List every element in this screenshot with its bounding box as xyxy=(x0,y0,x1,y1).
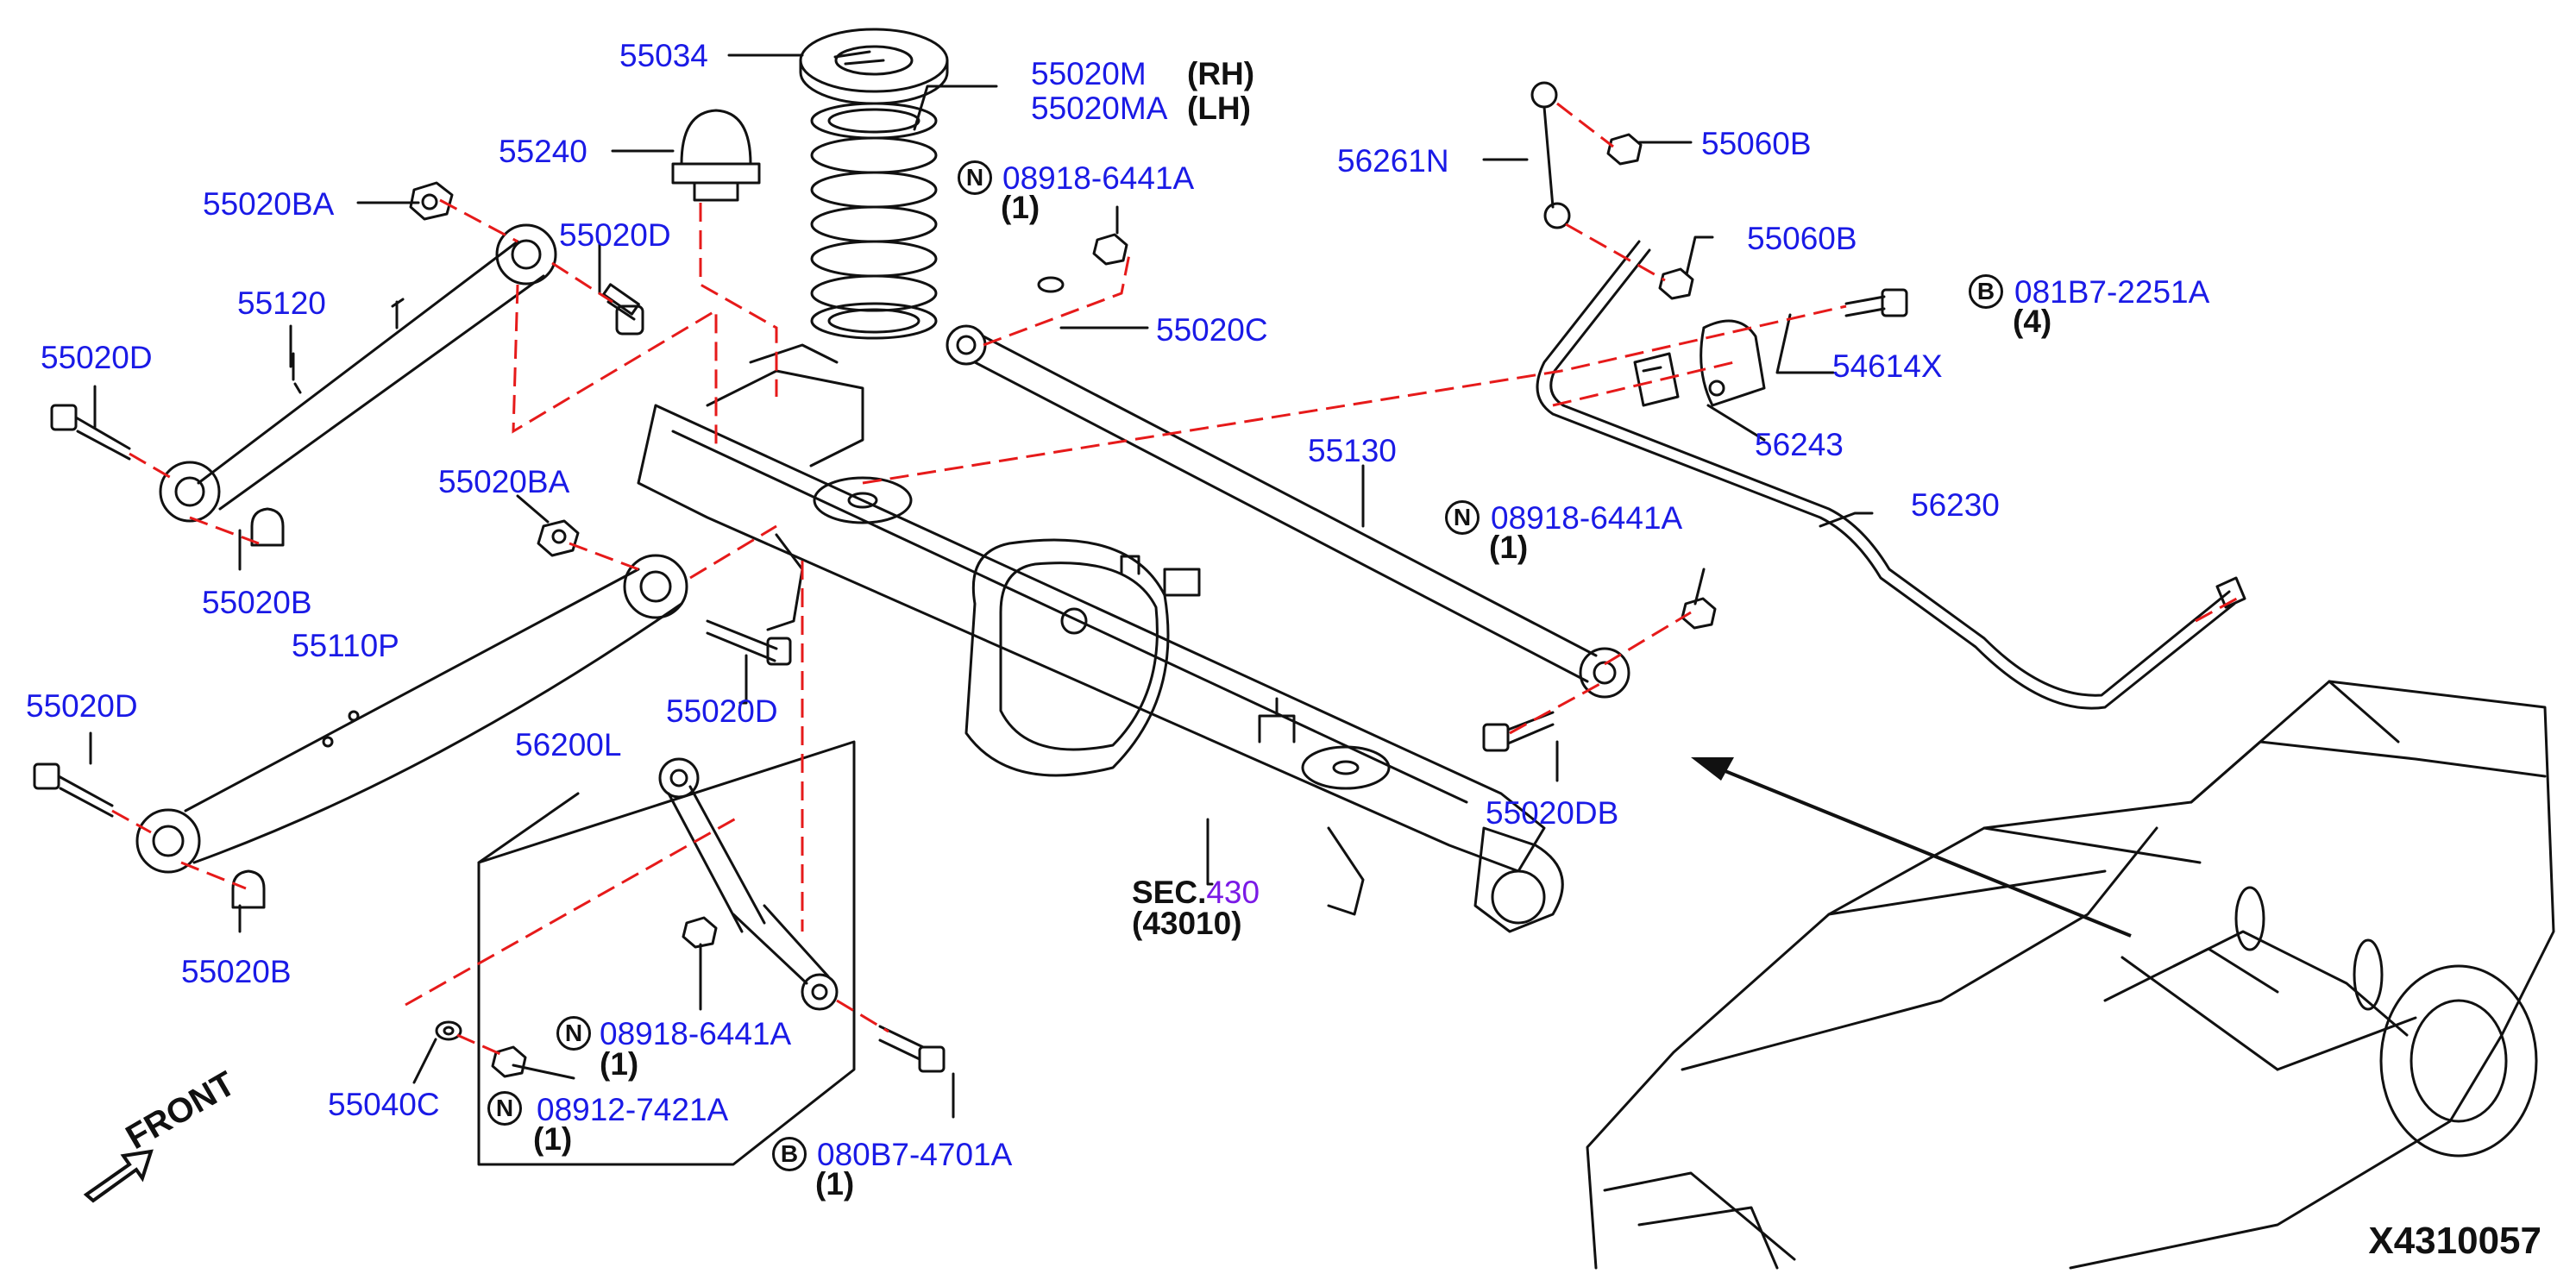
dash-55020DB xyxy=(1509,611,1692,735)
label-55110P: 55110P xyxy=(292,628,399,663)
section-sub: (43010) xyxy=(1132,906,1242,941)
dash-shock-bottom xyxy=(836,999,889,1033)
bolt-55020D-left2 xyxy=(33,762,114,818)
vehicle-outline xyxy=(1586,680,2555,1270)
dash-stabilizer xyxy=(862,304,1847,485)
label-081B7: 081B7-2251A xyxy=(2014,274,2210,310)
stabilizer-bar xyxy=(1536,240,2246,710)
dash-55020D-left xyxy=(129,452,173,480)
label-55020DB: 55020DB xyxy=(1486,795,1619,831)
bolt-080B7 xyxy=(878,1025,946,1073)
label-55020B-bottom: 55020B xyxy=(181,954,292,989)
label-08918-shock: 08918-6441A xyxy=(600,1016,792,1051)
label-55020C: 55020C xyxy=(1156,312,1268,348)
label-56200L: 56200L xyxy=(515,727,622,762)
label-55040C: 55040C xyxy=(328,1087,440,1122)
label-55060B-a: 55060B xyxy=(1701,126,1812,161)
label-56261N: 56261N xyxy=(1337,143,1449,179)
qty-08918-right: (1) xyxy=(1489,530,1529,565)
dash-55020D-top xyxy=(551,261,613,304)
b-badge-icon: B xyxy=(772,1137,807,1171)
label-55020D-mid: 55020D xyxy=(666,693,778,729)
nut-55020B-bottom xyxy=(231,869,266,909)
label-08918-top: 08918-6441A xyxy=(1002,160,1195,196)
diagram-code: X4310057 xyxy=(2368,1220,2541,1262)
dash-lower-link xyxy=(689,524,777,580)
bracket-54614X xyxy=(1700,319,1766,407)
dash-stab-right xyxy=(2195,593,2244,623)
label-56243: 56243 xyxy=(1755,427,1844,462)
label-54614X: 54614X xyxy=(1832,348,1943,384)
nut-55020BA-mid xyxy=(537,519,580,557)
nut-08912 xyxy=(491,1045,527,1078)
label-55120: 55120 xyxy=(237,285,326,321)
dash-55020B-top xyxy=(189,516,260,545)
label-55020D-top: 55020D xyxy=(559,217,671,253)
n-badge-icon: N xyxy=(556,1016,591,1051)
coil-spring xyxy=(810,102,938,340)
label-55020BA-mid: 55020BA xyxy=(438,464,570,499)
bolt-55020DB xyxy=(1482,711,1555,752)
nut-55060B-a xyxy=(1606,133,1643,166)
label-rh: (RH) xyxy=(1187,56,1255,91)
qty-080B7: (1) xyxy=(815,1166,855,1202)
nut-08918-shock xyxy=(682,916,718,949)
bolt-081B7 xyxy=(1844,288,1908,317)
nut-55020BA-top xyxy=(409,181,454,221)
bushing-56243 xyxy=(1633,352,1680,407)
label-55020BA-top: 55020BA xyxy=(203,186,335,222)
shock-absorber xyxy=(477,740,856,1166)
qty-081B7: (4) xyxy=(2013,304,2052,339)
qty-08918-top: (1) xyxy=(1001,190,1040,225)
label-55020D-left: 55020D xyxy=(41,340,153,375)
dash-55240 xyxy=(699,203,778,397)
label-55240: 55240 xyxy=(499,134,587,169)
label-08912: 08912-7421A xyxy=(537,1092,729,1127)
dash-55020B-bottom xyxy=(180,861,247,890)
front-arrow-icon xyxy=(83,1149,154,1203)
dash-55020C xyxy=(983,249,1132,347)
dash-55020BA-mid xyxy=(569,542,639,571)
label-55060B-b: 55060B xyxy=(1747,221,1857,256)
bolt-55020D-mid xyxy=(706,619,792,666)
label-55020B-top: 55020B xyxy=(202,585,312,620)
dash-shock-washer xyxy=(405,813,743,1056)
label-56230: 56230 xyxy=(1911,487,2000,523)
dash-upper-link xyxy=(512,284,718,449)
dash-55020D-left2 xyxy=(111,809,152,834)
washer-55040C xyxy=(435,1020,462,1041)
label-55020D-left2: 55020D xyxy=(26,688,138,724)
nut-08918-top xyxy=(1037,233,1128,293)
section-prefix: SEC. xyxy=(1132,875,1207,910)
vehicle-arrow xyxy=(1691,757,2132,938)
nut-55020B-top xyxy=(250,507,285,547)
qty-08918-shock: (1) xyxy=(600,1046,639,1082)
label-lh: (LH) xyxy=(1187,91,1251,126)
upper-link xyxy=(159,223,557,523)
axle-housing xyxy=(637,343,1564,933)
leader-lines xyxy=(89,53,1874,1119)
bump-stopper xyxy=(671,109,761,202)
n-badge-icon: N xyxy=(958,160,992,195)
b-badge-icon: B xyxy=(1969,274,2003,309)
dash-55060B xyxy=(1556,102,1666,282)
nut-55060B-b xyxy=(1658,267,1694,300)
dash-55020BA-top xyxy=(439,198,518,243)
section-number: 430 xyxy=(1206,875,1260,910)
label-55020M: 55020M xyxy=(1031,56,1147,91)
n-badge-icon: N xyxy=(487,1091,522,1126)
label-55020MA: 55020MA xyxy=(1031,91,1168,126)
bolt-55020D-left xyxy=(50,404,131,461)
label-55130: 55130 xyxy=(1308,433,1397,468)
bolt-55020D-top xyxy=(602,283,644,336)
lower-link xyxy=(135,554,688,874)
label-08918-right: 08918-6441A xyxy=(1491,500,1683,536)
qty-08912: (1) xyxy=(533,1121,573,1157)
label-55034: 55034 xyxy=(619,38,708,73)
section-reference: SEC.430 xyxy=(1132,875,1260,911)
label-080B7: 080B7-4701A xyxy=(817,1137,1013,1172)
n-badge-icon: N xyxy=(1445,500,1480,535)
stabilizer-link xyxy=(1530,81,1571,229)
